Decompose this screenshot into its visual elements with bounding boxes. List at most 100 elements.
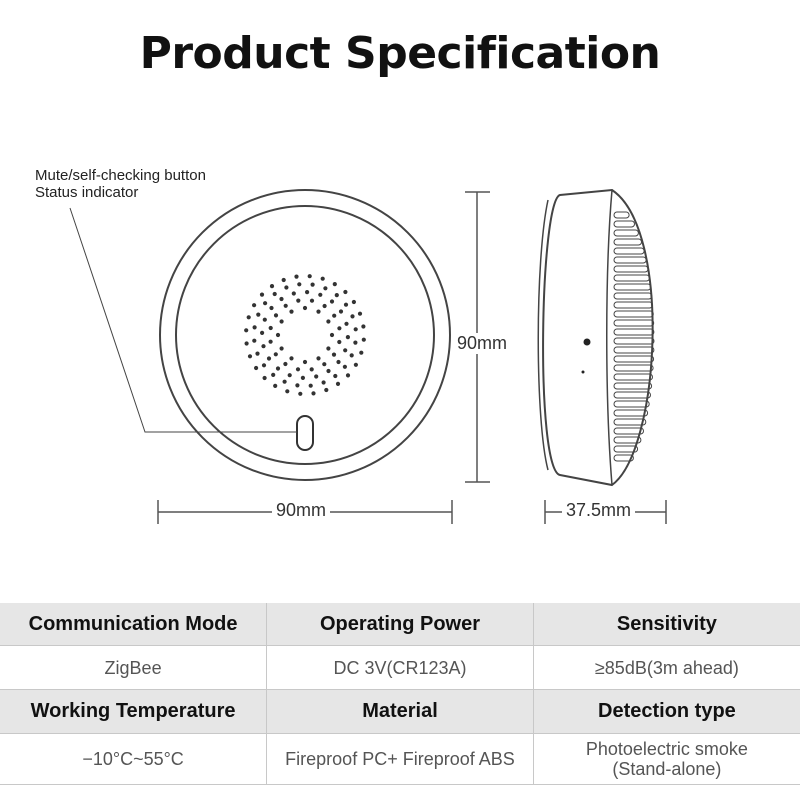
speaker-hole [298,391,303,396]
speaker-hole [343,348,348,353]
vent-fin [613,229,639,237]
height-label: 90mm [453,333,512,354]
speaker-hole [281,277,286,283]
speaker-hole [310,282,315,287]
speaker-hole [254,365,259,371]
side-view [537,188,655,487]
spec-value-row: −10°C~55°C Fireproof PC+ Fireproof ABS P… [0,733,800,785]
speaker-hole [294,274,299,279]
speaker-hole [272,291,277,297]
speaker-hole [323,286,328,291]
speaker-hole [351,299,356,305]
callout-status-indicator: Status indicator [35,184,139,201]
vent-fin [613,391,651,399]
speaker-hole [332,313,337,318]
vent-fin [613,328,655,336]
speaker-hole [275,366,281,371]
spec-header-cell: Material [266,689,534,734]
vent-fin [613,319,655,327]
speaker-hole [337,339,342,345]
speaker-hole [291,291,296,296]
speaker-hole [326,319,331,324]
speaker-hole [295,383,300,388]
vent-fin [613,454,634,462]
vent-fin [613,274,650,282]
spec-value-row: ZigBee DC 3V(CR123A) ≥85dB(3m ahead) [0,645,800,690]
speaker-hole [361,337,366,342]
speaker-hole [305,290,310,295]
speaker-hole [311,391,316,396]
speaker-hole [326,346,331,351]
vent-fin [613,445,639,453]
speaker-hole [332,282,337,287]
spec-header-cell: Working Temperature [0,689,267,734]
speaker-hole [329,332,335,338]
speaker-hole [353,362,358,367]
speaker-hole [284,285,289,290]
speaker-hole [314,374,319,379]
speaker-hole [316,356,321,361]
vent-fin [613,427,644,435]
speaker-hole [318,292,323,297]
vent-fin [613,292,653,300]
vent-fin [613,265,649,273]
spec-value-cell: ZigBee [0,645,267,690]
speaker-hole [300,375,305,380]
speaker-hole [345,335,350,340]
speaker-hole [349,353,354,358]
speaker-hole [268,325,273,331]
speaker-hole [269,284,275,289]
speaker-hole [350,314,355,319]
speaker-hole [283,361,288,367]
speaker-hole [321,380,326,385]
vent-fin [613,409,649,417]
speaker-hole [336,359,341,365]
speaker-hole [260,330,265,335]
speaker-hole [342,364,347,369]
speaker-hole [269,305,274,311]
speaker-hole [324,387,329,393]
product-diagram [69,188,667,524]
spec-header-cell: Sensitivity [532,603,800,646]
speaker-hole [322,362,327,367]
spec-value-cell: Fireproof PC+ Fireproof ABS [266,733,534,785]
speaker-hole [255,351,260,356]
vent-fin [613,436,642,444]
status-indicator-icon [583,338,591,346]
callout-leader-line [69,207,297,433]
speaker-hole [302,359,308,365]
spec-value-cell: ≥85dB(3m ahead) [532,645,800,690]
side-vent-fins [613,211,655,462]
speaker-hole [357,311,363,316]
vent-fin [613,220,635,228]
vent-fin [613,400,650,408]
mute-button-icon [296,415,314,451]
speaker-hole [359,350,364,355]
speaker-hole [268,339,273,344]
speaker-hole [333,373,338,379]
speaker-hole [322,303,327,309]
speaker-hole [353,340,358,345]
speaker-hole [252,338,257,343]
spec-header-cell: Operating Power [266,603,534,646]
speaker-hole [273,352,278,357]
speaker-hole [307,274,312,279]
speaker-hole [263,301,268,306]
vent-fin [613,355,655,363]
spec-header-cell: Detection type [532,689,800,734]
speaker-hole [337,326,342,331]
speaker-hole [326,368,331,374]
speaker-hole [261,363,267,368]
speaker-hole [338,309,344,314]
speaker-hole [256,312,261,317]
speaker-hole [273,313,279,318]
speaker-hole [244,341,249,346]
front-view [69,189,451,481]
speaker-holes [244,274,366,396]
speaker-hole [297,282,302,287]
speaker-hole [353,327,358,332]
speaker-hole [287,373,292,378]
spec-header-cell: Communication Mode [0,603,267,646]
callout-mute-button: Mute/self-checking button [35,167,206,184]
vent-fin [613,382,653,390]
